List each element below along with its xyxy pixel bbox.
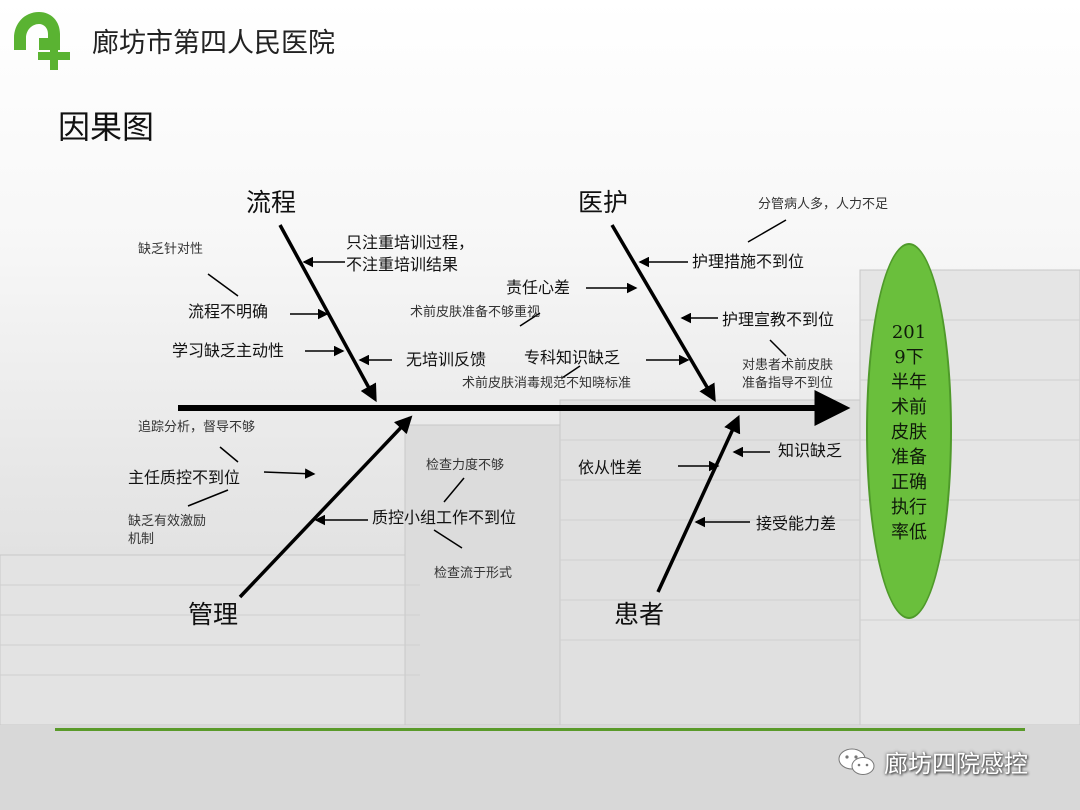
result-text: 2019下半年术前皮肤准备正确执行率低 xyxy=(891,322,927,543)
subcause-patient-guidance-2: 准备指导不到位 xyxy=(742,376,834,391)
cause-poor-compliance: 依从性差 xyxy=(578,458,643,477)
hospital-name: 廊坊市第四人民医院 xyxy=(92,28,335,59)
cause-no-feedback: 无培训反馈 xyxy=(406,350,487,369)
note-line xyxy=(747,219,787,243)
category-patient: 患者 xyxy=(614,600,665,629)
note-line xyxy=(433,529,463,549)
cause-qc-team: 质控小组工作不到位 xyxy=(372,508,517,527)
cause-training-process: 只注重培训过程， xyxy=(346,233,475,252)
subcause-disinfection-standard: 术前皮肤消毒规范不知晓标准 xyxy=(462,376,632,391)
cause-lack-specialty-knowledge: 专科知识缺乏 xyxy=(524,348,621,367)
cause-unclear-process: 流程不明确 xyxy=(188,302,269,321)
note-line xyxy=(219,446,239,463)
hospital-logo-icon xyxy=(14,12,70,70)
wechat-icon xyxy=(838,748,875,775)
cause-director-qc: 主任质控不到位 xyxy=(128,468,241,487)
subcause-inspection-strength: 检查力度不够 xyxy=(426,458,505,473)
bone-management xyxy=(238,415,413,599)
note-line xyxy=(769,339,787,357)
cause-lack-initiative: 学习缺乏主动性 xyxy=(172,341,285,360)
cause-nursing-measures: 护理措施不到位 xyxy=(692,252,805,271)
note-line xyxy=(207,273,239,297)
page-title: 因果图 xyxy=(58,108,155,146)
note-line xyxy=(443,477,465,503)
category-nursing: 医护 xyxy=(578,188,629,217)
subcause-incentive-2: 机制 xyxy=(128,532,155,547)
note-line xyxy=(187,489,229,507)
cause-training-result: 不注重培训结果 xyxy=(346,255,459,274)
subcause-understaffed: 分管病人多，人力不足 xyxy=(758,197,889,212)
category-management: 管理 xyxy=(188,600,239,629)
note-line xyxy=(561,365,581,379)
footer-divider xyxy=(55,728,1025,731)
bone-patient xyxy=(656,414,741,593)
cause-responsibility: 责任心差 xyxy=(506,278,571,297)
result-ellipse: 2019下半年术前皮肤准备正确执行率低 xyxy=(866,243,952,619)
subcause-lack-targeting: 缺乏针对性 xyxy=(138,242,204,257)
subcause-tracking: 追踪分析，督导不够 xyxy=(138,420,256,435)
subcause-not-valued: 术前皮肤准备不够重视 xyxy=(410,305,541,320)
category-process: 流程 xyxy=(246,188,297,217)
cause-poor-acceptance: 接受能力差 xyxy=(756,514,837,533)
wechat-account-name: 廊坊四院感控 xyxy=(884,750,1028,778)
subcause-incentive-1: 缺乏有效激励 xyxy=(128,514,207,529)
cause-nursing-education: 护理宣教不到位 xyxy=(722,310,835,329)
wechat-watermark: 廊坊四院感控 xyxy=(838,744,1028,779)
bone-nursing xyxy=(610,224,716,403)
note-line xyxy=(519,312,541,327)
cause-lack-knowledge: 知识缺乏 xyxy=(778,441,843,460)
subcause-formality: 检查流于形式 xyxy=(434,566,513,581)
subcause-patient-guidance-1: 对患者术前皮肤 xyxy=(742,358,834,373)
cause-arrow xyxy=(263,468,316,479)
